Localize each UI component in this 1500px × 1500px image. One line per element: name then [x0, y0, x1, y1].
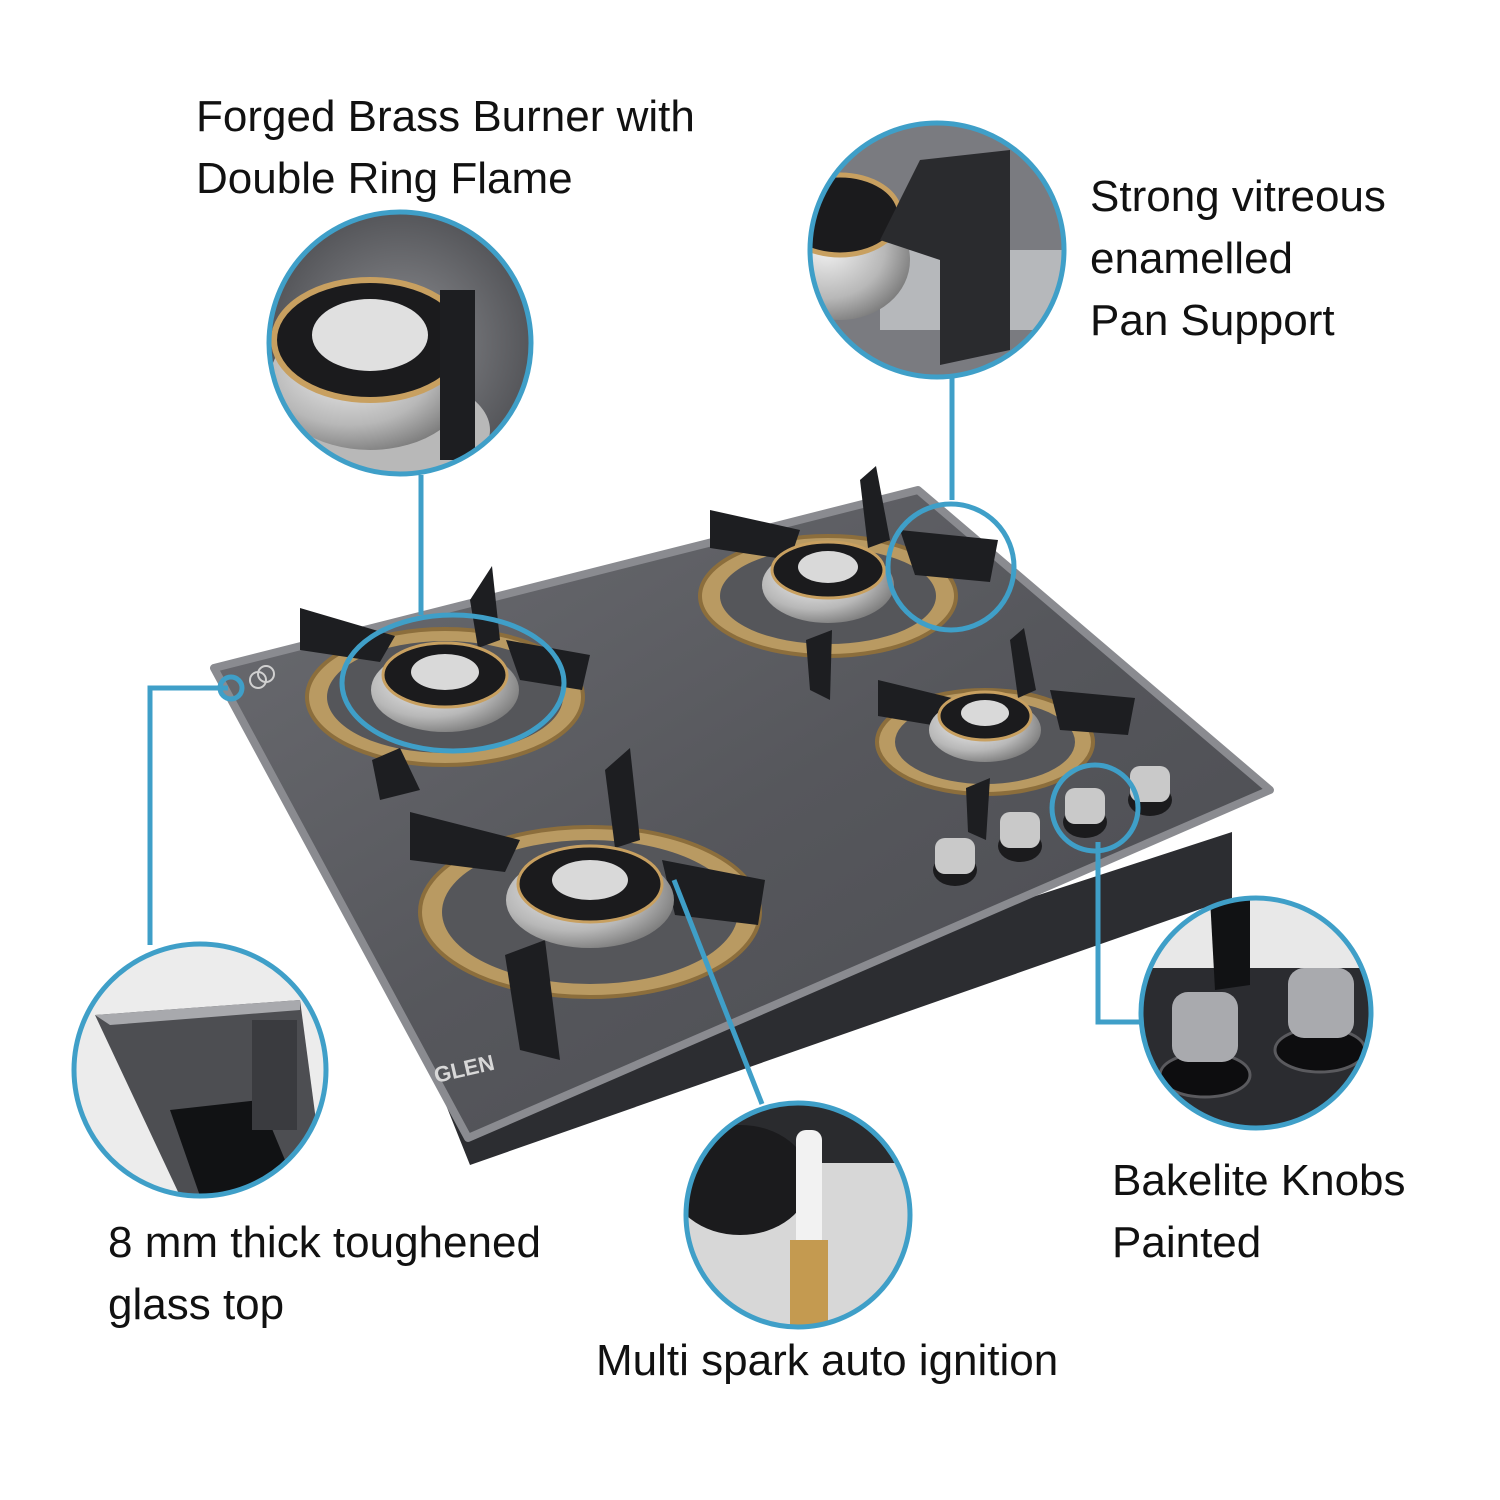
- knob-icon[interactable]: [933, 838, 977, 886]
- zoom-burner: [266, 209, 534, 477]
- callout-lines: [147, 378, 1143, 1105]
- burner-front-left: [410, 748, 765, 1060]
- feature-text: Strong vitreous: [1090, 172, 1386, 221]
- feature-text: Pan Support: [1090, 296, 1335, 345]
- igniter-icon: [790, 1130, 828, 1327]
- burner-back-right: [698, 466, 998, 700]
- cooktop-body: [440, 832, 1232, 1165]
- knob-icon[interactable]: [998, 812, 1042, 862]
- feature-text: enamelled: [1090, 234, 1294, 283]
- feature-text: Forged Brass Burner with: [196, 92, 695, 141]
- feature-text: 8 mm thick toughened: [108, 1218, 541, 1267]
- knob-icon[interactable]: [1063, 788, 1107, 838]
- zoom-pan-support: [807, 120, 1067, 380]
- feature-label-ignition: Multi spark auto ignition: [596, 1330, 1058, 1392]
- zoom-ignition: [683, 1100, 913, 1330]
- brand-logo-icon: [249, 665, 275, 689]
- feature-label-knobs: Bakelite Knobs Painted: [1112, 1150, 1406, 1274]
- feature-label-burner: Forged Brass Burner with Double Ring Fla…: [196, 86, 695, 210]
- feature-text: Bakelite Knobs: [1112, 1156, 1406, 1205]
- feature-text: glass top: [108, 1280, 285, 1329]
- zoom-knobs: [1138, 895, 1374, 1131]
- burner-front-right: [875, 628, 1135, 840]
- feature-label-pan-support: Strong vitreous enamelled Pan Support: [1090, 166, 1386, 352]
- feature-text: Multi spark auto ignition: [596, 1336, 1059, 1385]
- zoom-glass-top: [71, 941, 329, 1199]
- feature-label-glass-top: 8 mm thick toughened glass top: [108, 1212, 541, 1336]
- feature-text: Double Ring Flame: [196, 154, 573, 203]
- feature-text: Painted: [1112, 1218, 1262, 1267]
- callout-rings: [217, 501, 1141, 854]
